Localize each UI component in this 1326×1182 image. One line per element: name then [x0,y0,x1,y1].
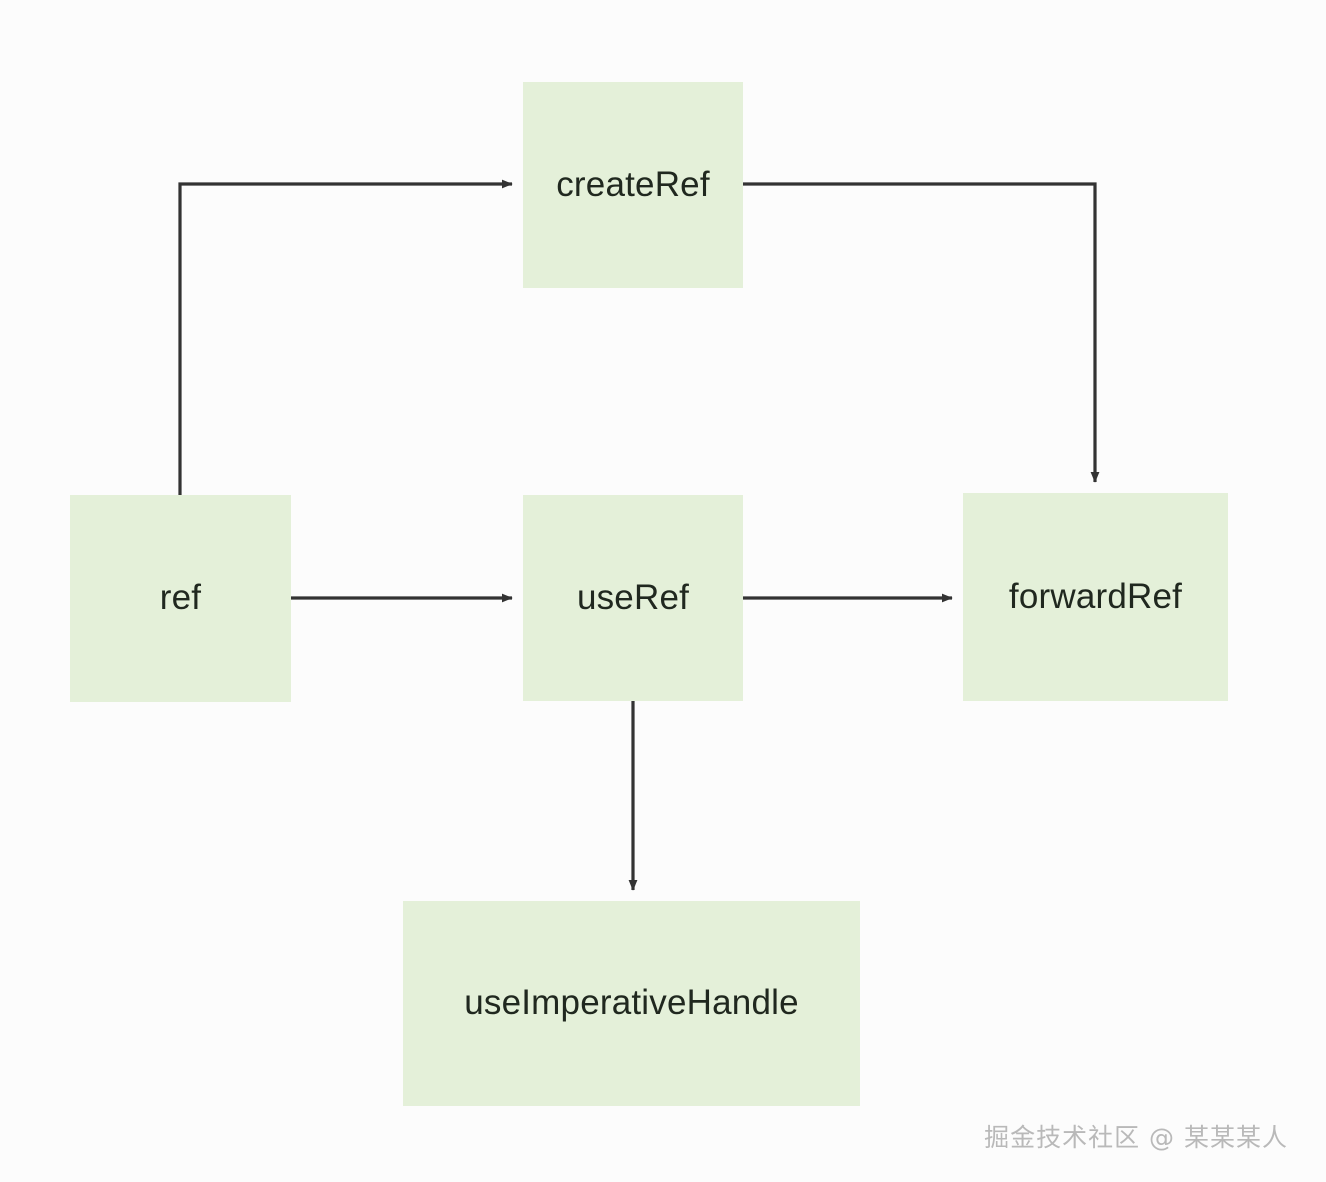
node-ref[interactable]: ref [70,495,291,702]
watermark: 掘金技术社区 @ 某某某人 [984,1123,1288,1152]
edge-ref-to-createRef [178,179,513,497]
node-forward-ref[interactable]: forwardRef [963,493,1228,701]
node-label: forwardRef [1008,576,1183,616]
node-use-imperative-handle[interactable]: useImperativeHandle [403,901,860,1106]
edge-createRef-to-forwardRef [743,182,1100,483]
node-label: useRef [576,577,690,617]
node-label: ref [159,578,202,618]
node-label: createRef [556,164,710,204]
node-create-ref[interactable]: createRef [523,82,743,288]
node-use-ref[interactable]: useRef [523,495,743,701]
node-label: useImperativeHandle [464,983,799,1023]
